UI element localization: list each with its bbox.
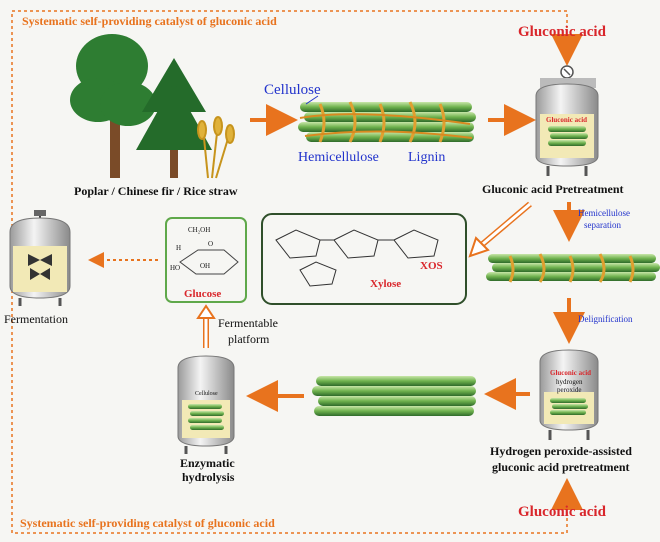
fermentation-label: Fermentation (4, 312, 68, 326)
reactor-3-icon (177, 355, 235, 454)
hemicellulose-box (261, 213, 467, 305)
title-bottom: Systematic self-providing catalyst of gl… (20, 516, 275, 530)
rice-straw-icon (197, 116, 235, 179)
gluconic-acid-top: Gluconic acid (518, 24, 606, 40)
glucose-ho: HO (170, 264, 181, 272)
reactor3-caption-line2: hydrolysis (182, 470, 235, 484)
hemicellulose-label: Hemicellulose (298, 150, 379, 165)
delignification-label: Delignification (578, 314, 633, 324)
reactor-1-icon (535, 78, 599, 176)
reactor1-caption: Gluconic acid Pretreatment (482, 182, 624, 196)
hemi-sep-line2: separation (584, 220, 621, 230)
reactor2-tag-line3: peroxide (557, 386, 582, 394)
reactor3-tag: Cellulose (195, 391, 218, 397)
glucose-ch2oh: CH₂OH (188, 226, 211, 234)
title-top: Systematic self-providing catalyst of gl… (22, 14, 277, 28)
reactor2-tag-line1: Gluconic acid (550, 369, 592, 377)
reactor1-tag: Gluconic acid (546, 116, 588, 124)
glucose-h: H (176, 244, 182, 252)
xylose-label: Xylose (370, 278, 402, 290)
reactor2-tag-line2: hydrogen (556, 378, 583, 386)
cellulose-bundle-icon (312, 376, 476, 416)
xos-label: XOS (420, 260, 443, 272)
dotted-frame (11, 10, 568, 534)
cellulose-lignin-bundle-icon (486, 253, 660, 283)
reactor3-caption-line1: Enzymatic (180, 456, 235, 470)
reactor2-caption-line2: gluconic acid pretreatment (492, 460, 630, 474)
reactor-2-icon (539, 349, 599, 440)
glucose-box (165, 217, 247, 303)
hemi-sep-line1: Hemicellulose (578, 208, 630, 218)
lignocellulose-bundle-icon (298, 101, 476, 143)
trees-icon (70, 34, 212, 178)
gluconic-acid-bottom: Gluconic acid (518, 504, 606, 520)
feedstock-label: Poplar / Chinese fir / Rice straw (74, 184, 238, 198)
fermentable-line1: Fermentable (218, 316, 278, 330)
glucose-oh: OH (200, 262, 211, 270)
fermentable-line2: platform (228, 332, 270, 346)
glucose-o: O (208, 240, 214, 248)
lignin-label: Lignin (408, 150, 446, 165)
glucose-label: Glucose (184, 288, 222, 300)
reactor2-caption-line1: Hydrogen peroxide-assisted (490, 444, 632, 458)
cellulose-label: Cellulose (264, 82, 321, 98)
fermenter-icon (9, 210, 71, 306)
